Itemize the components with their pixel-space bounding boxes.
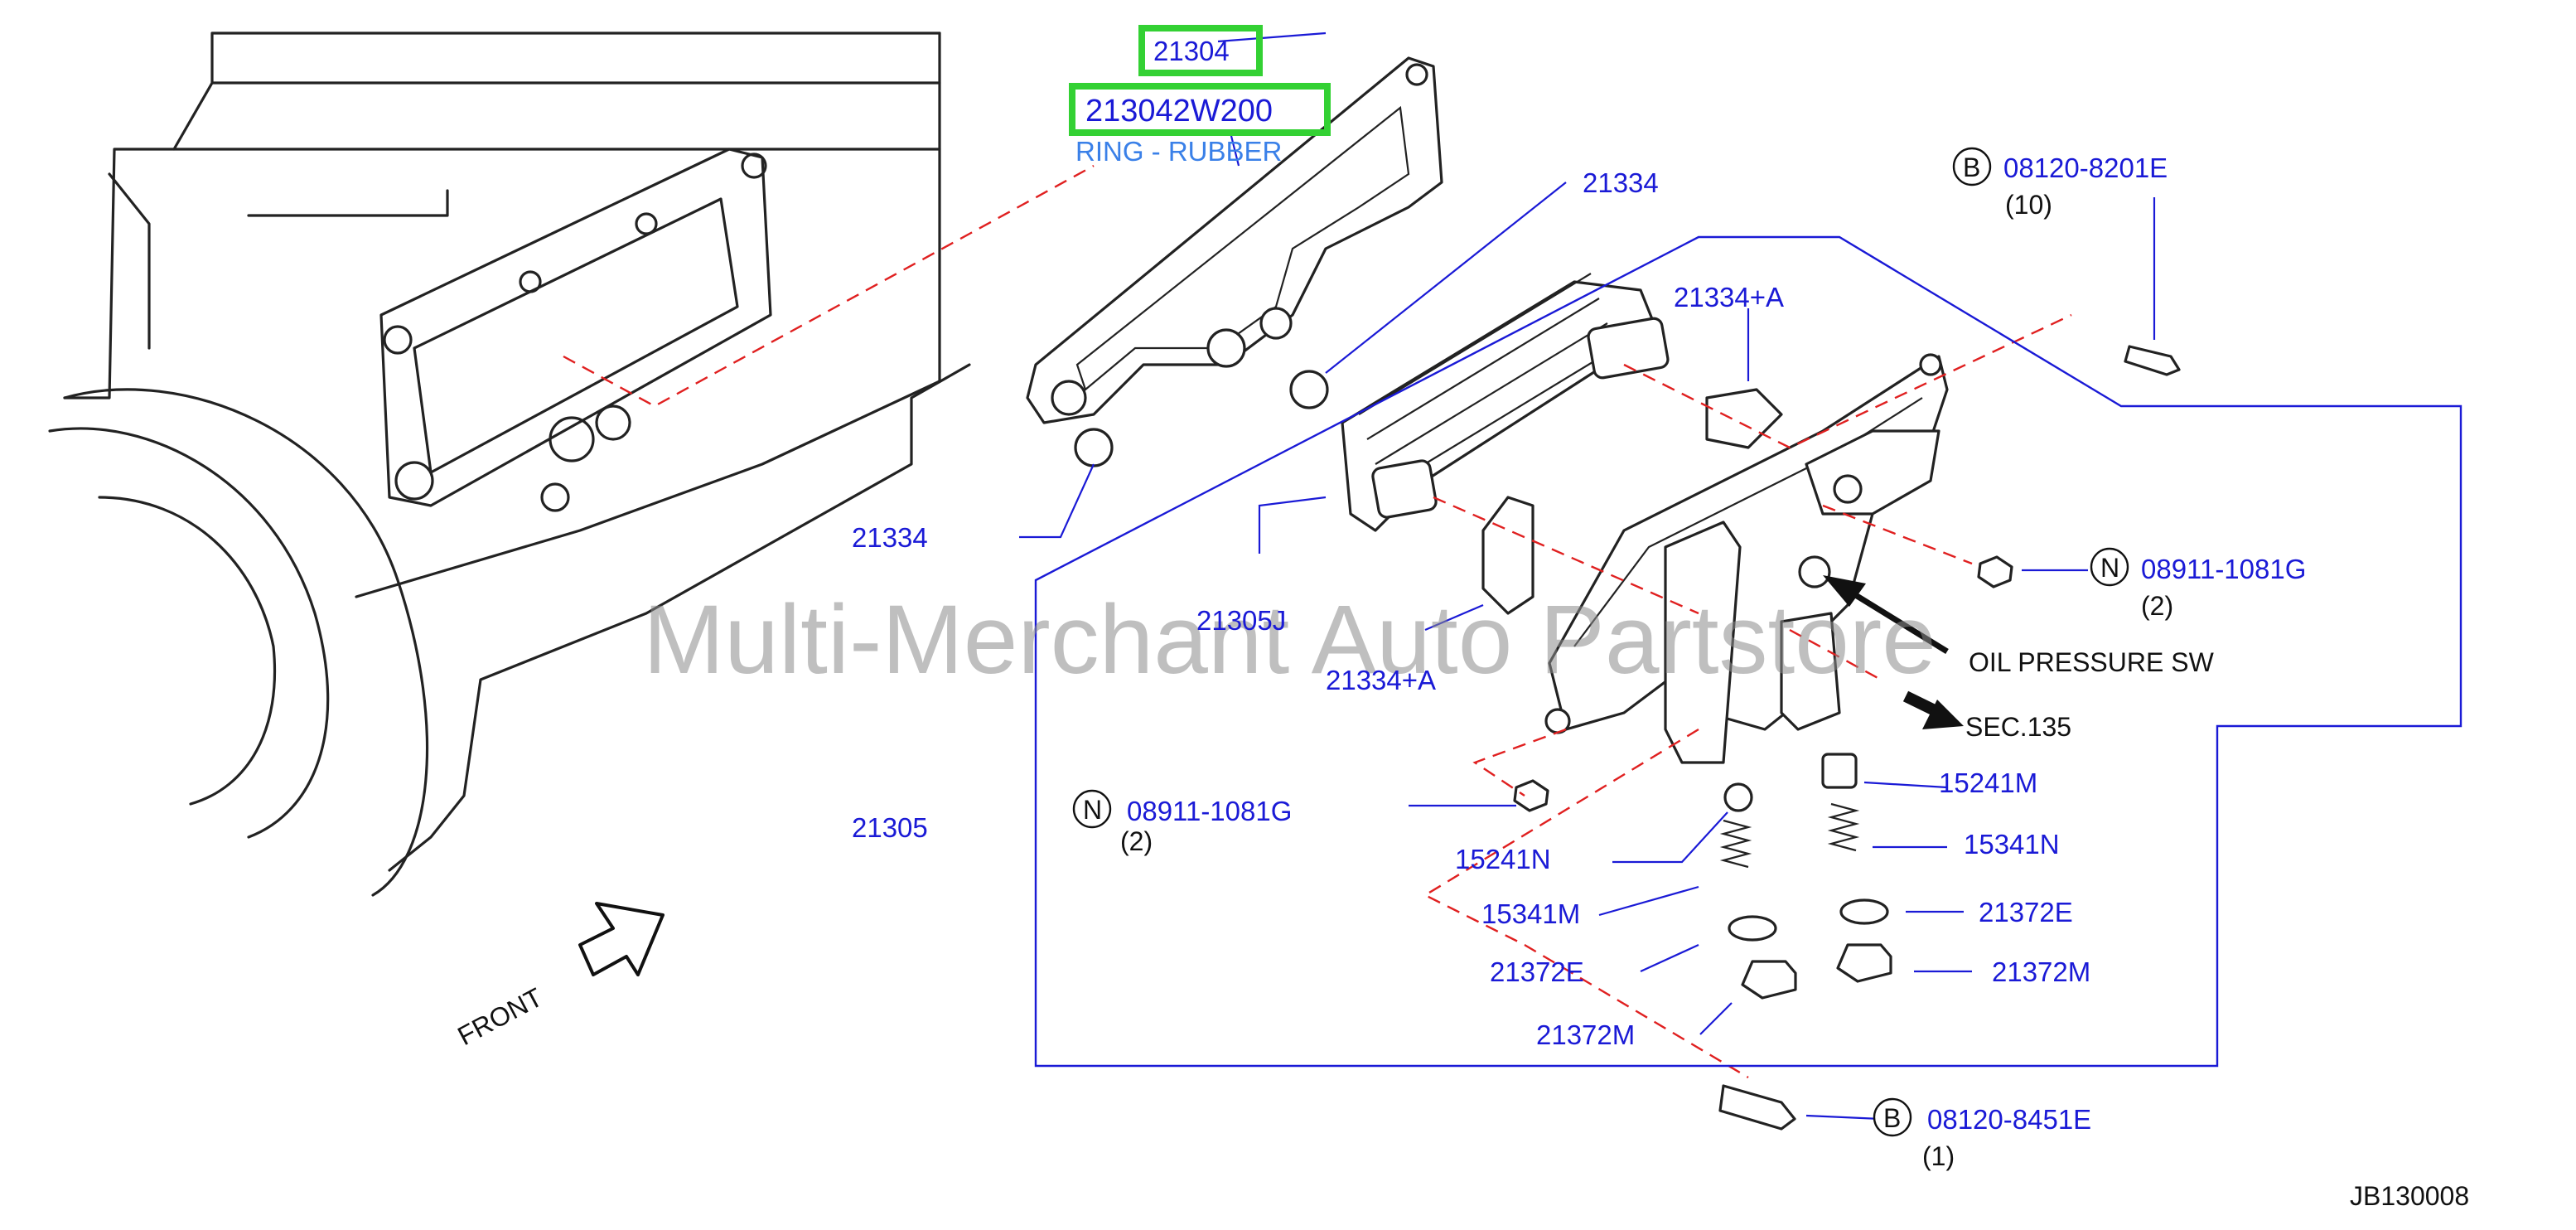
- badge-letter: N: [1083, 795, 1102, 825]
- badge-letter: N: [2100, 553, 2119, 583]
- callout-15341n[interactable]: 15341N: [1964, 829, 2060, 860]
- oil-pressure-switch-label: OIL PRESSURE SW: [1969, 647, 2215, 677]
- fastener-nut-right[interactable]: N 08911-1081G (2): [2090, 547, 2306, 621]
- highlighted-part-number[interactable]: 213042W200: [1085, 94, 1273, 128]
- fastener-part-number[interactable]: 08911-1081G: [1127, 796, 1292, 826]
- highlight-box-group: [1138, 25, 1263, 76]
- callout-21334-top[interactable]: 21334: [1583, 167, 1659, 198]
- highlighted-part-name: RING - RUBBER: [1075, 136, 1282, 167]
- sec135-arrow: [1902, 690, 1964, 729]
- valve-15241m: [1821, 753, 1858, 789]
- sec135-label[interactable]: SEC.135: [1965, 712, 2071, 742]
- assembly-frame-21305: [1034, 235, 2462, 1068]
- fastener-quantity: (10): [2005, 190, 2052, 220]
- oil-pressure-arrow: [1823, 575, 1949, 654]
- fastener-bolt-bottom[interactable]: B 08120-8451E (1): [1873, 1097, 2091, 1171]
- bolt-08120-8451e: [1718, 1084, 1796, 1131]
- o-ring-21334-left: [1074, 428, 1114, 467]
- nut-badge-icon: [1072, 789, 1112, 829]
- nut-badge-icon: [2090, 547, 2129, 587]
- valve-15241n: [1723, 782, 1753, 812]
- oil-filter-bracket: [1544, 353, 1949, 764]
- bolt-08120-8201e: [2124, 345, 2181, 376]
- fastener-quantity: (1): [1922, 1141, 1955, 1171]
- fastener-nut-left[interactable]: N 08911-1081G (2): [1072, 789, 1292, 856]
- callout-15241m[interactable]: 15241M: [1939, 768, 2037, 798]
- highlight-box-part: [1069, 83, 1331, 136]
- diagram-code: JB130008: [2350, 1181, 2469, 1211]
- callout-21334a-bottom[interactable]: 21334+A: [1326, 665, 1436, 695]
- fastener-part-number[interactable]: 08120-8451E: [1927, 1104, 2091, 1135]
- callout-21305[interactable]: 21305: [852, 812, 928, 843]
- badge-letter: B: [1883, 1103, 1901, 1133]
- callout-21334a-top[interactable]: 21334+A: [1674, 282, 1784, 312]
- badge-letter: B: [1963, 153, 1980, 182]
- callout-21372m-right[interactable]: 21372M: [1992, 956, 2090, 987]
- leader-lines: [1019, 31, 2156, 1121]
- fastener-quantity: (2): [1120, 826, 1153, 856]
- callout-15241n[interactable]: 15241N: [1455, 844, 1551, 874]
- assembly-lines: [563, 164, 2072, 1079]
- o-ring-21334-right: [1289, 370, 1329, 409]
- oil-cooler-gasket: [1026, 56, 1443, 467]
- callout-21334-left[interactable]: 21334: [852, 522, 928, 553]
- callout-21372e-right[interactable]: 21372E: [1979, 897, 2073, 927]
- callout-21372e-left[interactable]: 21372E: [1490, 956, 1584, 987]
- watermark: Multi-Merchant Auto Partstore: [643, 585, 1936, 695]
- oil-cooler-core: [1341, 273, 1670, 532]
- fastener-part-number[interactable]: 08120-8201E: [2003, 153, 2168, 183]
- group-number[interactable]: 21304: [1153, 36, 1230, 66]
- nut-08911-right: [1977, 555, 2013, 588]
- gasket-21334a-bottom: [1481, 496, 1534, 615]
- engine-block: [48, 31, 971, 897]
- fastener-part-number[interactable]: 08911-1081G: [2141, 554, 2306, 584]
- callout-15341m[interactable]: 15341M: [1481, 898, 1580, 929]
- front-label: FRONT: [452, 982, 547, 1052]
- callout-21372m-left[interactable]: 21372M: [1536, 1019, 1635, 1050]
- relief-valve-parts: [1719, 753, 1892, 1000]
- bolt-badge-icon: [1952, 147, 1992, 186]
- nut-08911-left: [1513, 779, 1549, 812]
- fastener-quantity: (2): [2141, 591, 2173, 621]
- bolt-badge-icon: [1873, 1097, 1912, 1137]
- front-arrow-icon: [578, 902, 665, 976]
- fastener-bolt-top[interactable]: B 08120-8201E (10): [1952, 147, 2168, 220]
- callout-21305j[interactable]: 21305J: [1196, 605, 1286, 636]
